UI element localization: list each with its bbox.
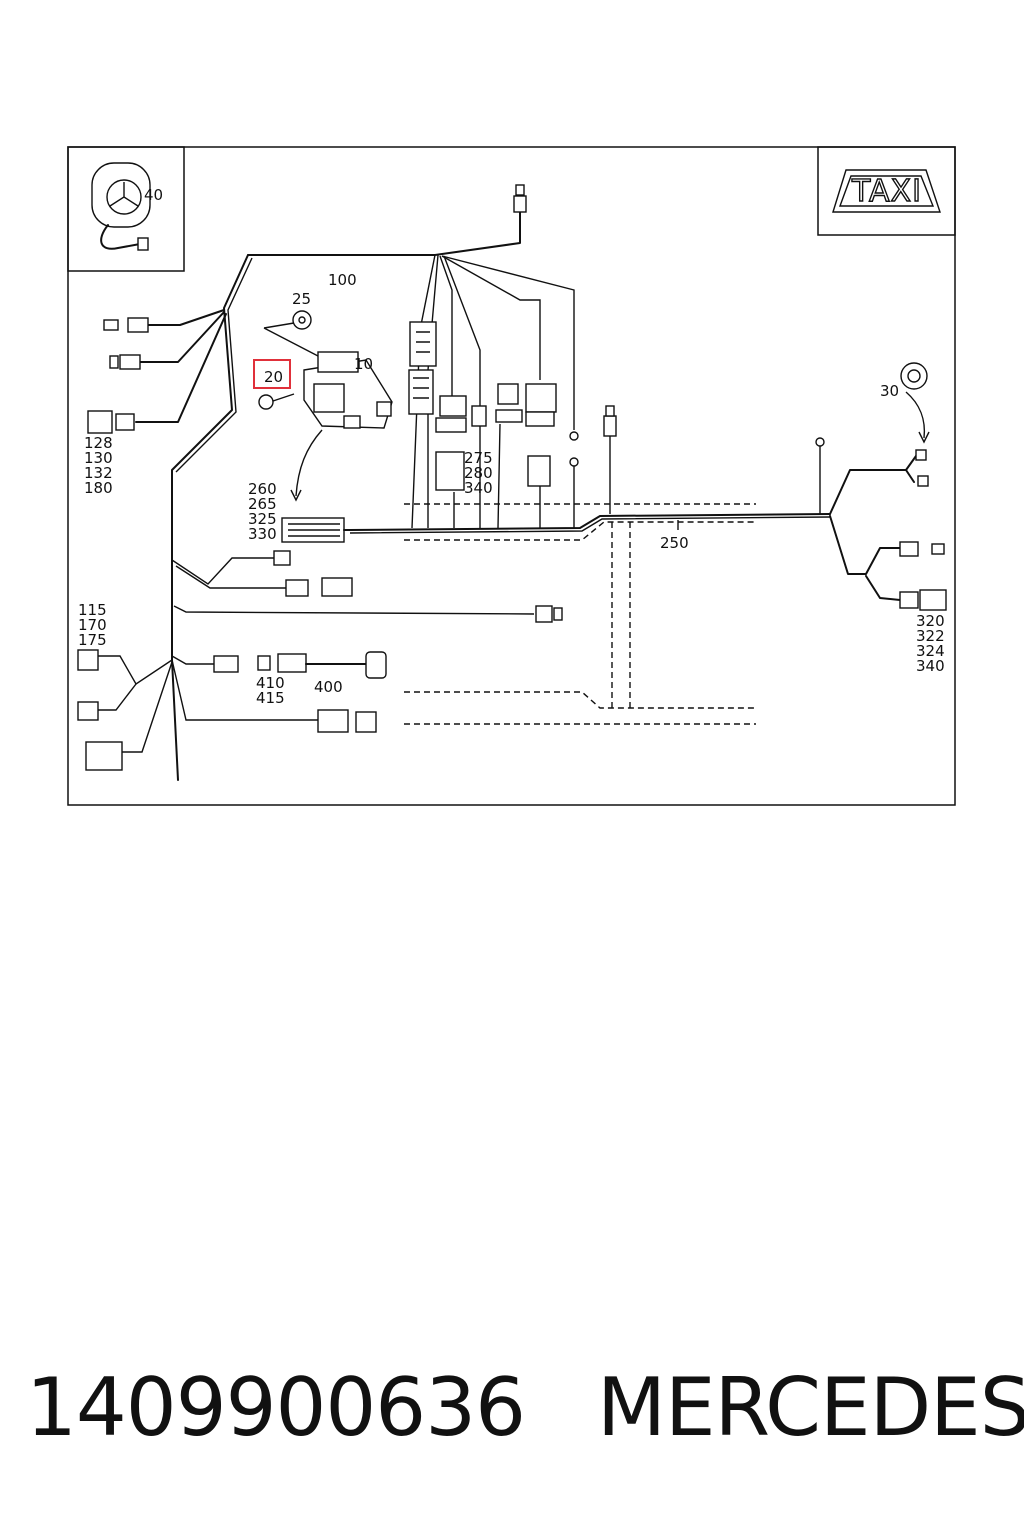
callout-325: 325 [248,510,277,528]
callout-132: 132 [84,464,113,482]
right-branch-320: 320 322 324 340 [829,515,947,675]
callout-322: 322 [916,627,945,645]
highlight-box-20 [253,359,291,389]
callout-128: 128 [84,434,113,452]
callout-320: 320 [916,612,945,630]
callout-324: 324 [916,642,945,660]
taxi-sign-text: TAXI [851,174,922,209]
callout-10: 10 [354,355,373,373]
right-branch-30: 30 [815,362,930,515]
diagram-frame [67,146,956,806]
callout-20: 20 [264,368,283,386]
callout-275: 275 [464,449,493,467]
wiring-harness-diagram: 40 TAXI 128 130 132 180 100 25 [67,146,956,806]
callout-130: 130 [84,449,113,467]
brand-name: MERCEDES [596,1361,1024,1454]
part-caption: 1409900636 MERCEDES [26,1361,1024,1454]
callout-265: 265 [248,495,277,513]
callout-250: 250 [660,534,689,552]
callout-40: 40 [144,186,163,204]
inset-horn-40: 40 [67,146,185,272]
callout-280: 280 [464,464,493,482]
callout-410: 410 [256,674,285,692]
callout-415: 415 [256,689,285,707]
callout-100: 100 [328,271,357,289]
callout-180: 180 [84,479,113,497]
harness-trunk: 128 130 132 180 100 [84,184,527,781]
callout-25: 25 [292,290,311,308]
callout-330: 330 [248,525,277,543]
main-connector-260: 260 265 325 330 [248,480,831,543]
callout-30: 30 [880,382,899,400]
callout-170: 170 [78,616,107,634]
callout-260: 260 [248,480,277,498]
callout-115: 115 [78,601,107,619]
callout-400: 400 [314,678,343,696]
inset-taxi-sign: TAXI [817,146,956,236]
connector-group-275: 275 280 340 [408,254,617,529]
lower-left-branches: 410 415 400 115 170 175 [77,550,563,771]
dashed-harness-250: 250 [404,503,756,725]
callout-340: 340 [464,479,493,497]
part-number: 1409900636 [26,1361,526,1454]
control-unit-10: 25 10 20 [253,290,393,502]
callout-175: 175 [78,631,107,649]
callout-340b: 340 [916,657,945,675]
